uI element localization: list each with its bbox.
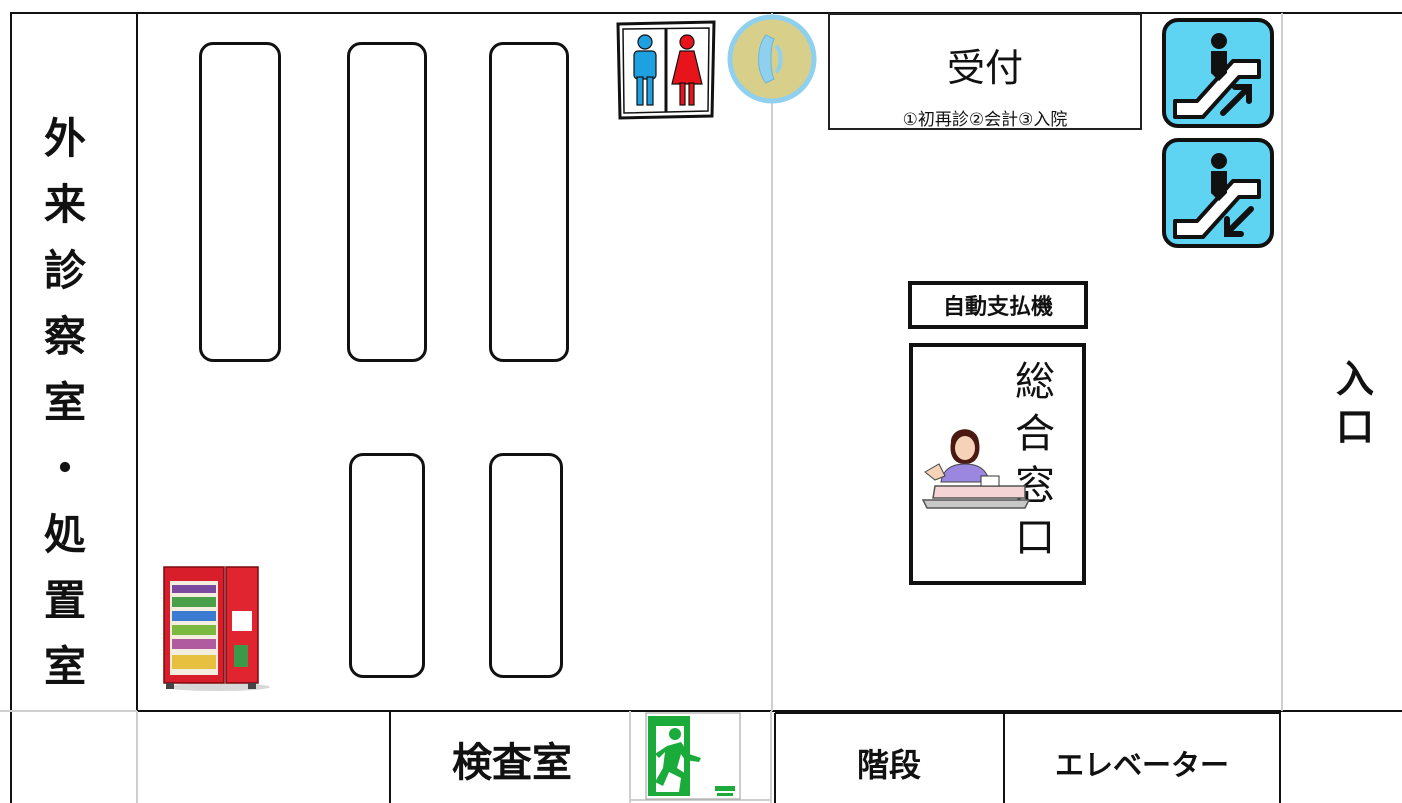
waiting-bench	[199, 42, 281, 362]
outpatient-char: 察	[43, 312, 86, 361]
outpatient-char: 来	[43, 180, 86, 229]
stairs-label: 階段	[856, 746, 921, 784]
outpatient-char: 処	[43, 510, 86, 559]
waiting-bench	[489, 453, 563, 678]
waiting-bench	[489, 42, 569, 362]
emergency-exit-icon	[645, 712, 741, 800]
waiting-bench	[347, 42, 427, 362]
restroom-icon	[616, 20, 716, 120]
lab-label: 検査室	[452, 740, 572, 786]
outpatient-char: 診	[43, 246, 86, 295]
waiting-bench	[349, 453, 425, 678]
receptionist-icon	[921, 429, 1031, 509]
reception-title: 受付	[946, 46, 1023, 90]
telephone-icon	[727, 14, 817, 104]
outpatient-char: 室	[43, 378, 86, 427]
outpatient-char: 置	[43, 576, 86, 625]
entrance-char: 入	[1335, 357, 1374, 401]
outpatient-room-label: 外 来 診 察 室 ・ 処 置 室	[30, 118, 100, 688]
reception-desk: 受付 ①初再診②会計③入院	[828, 13, 1142, 130]
vending-machine-icon	[163, 566, 270, 691]
elevator-label: エレベーター	[1054, 748, 1229, 782]
escalator-down-icon	[1162, 138, 1274, 248]
outpatient-char: 室	[43, 642, 86, 691]
counter-char: 合	[1015, 411, 1055, 457]
auto-payment-machine-label: 自動支払機	[908, 281, 1088, 329]
reception-subtitle: ①初再診②会計③入院	[902, 110, 1068, 130]
outpatient-char: ・	[43, 444, 86, 493]
counter-char: 総	[1015, 359, 1055, 405]
entrance-label: 入 口	[1330, 360, 1380, 446]
counter-char: 口	[1015, 515, 1055, 561]
outpatient-char: 外	[43, 114, 86, 163]
general-counter-label: 総 合 窓 口	[1010, 362, 1060, 558]
escalator-up-icon	[1162, 18, 1274, 128]
entrance-char: 口	[1335, 405, 1374, 449]
